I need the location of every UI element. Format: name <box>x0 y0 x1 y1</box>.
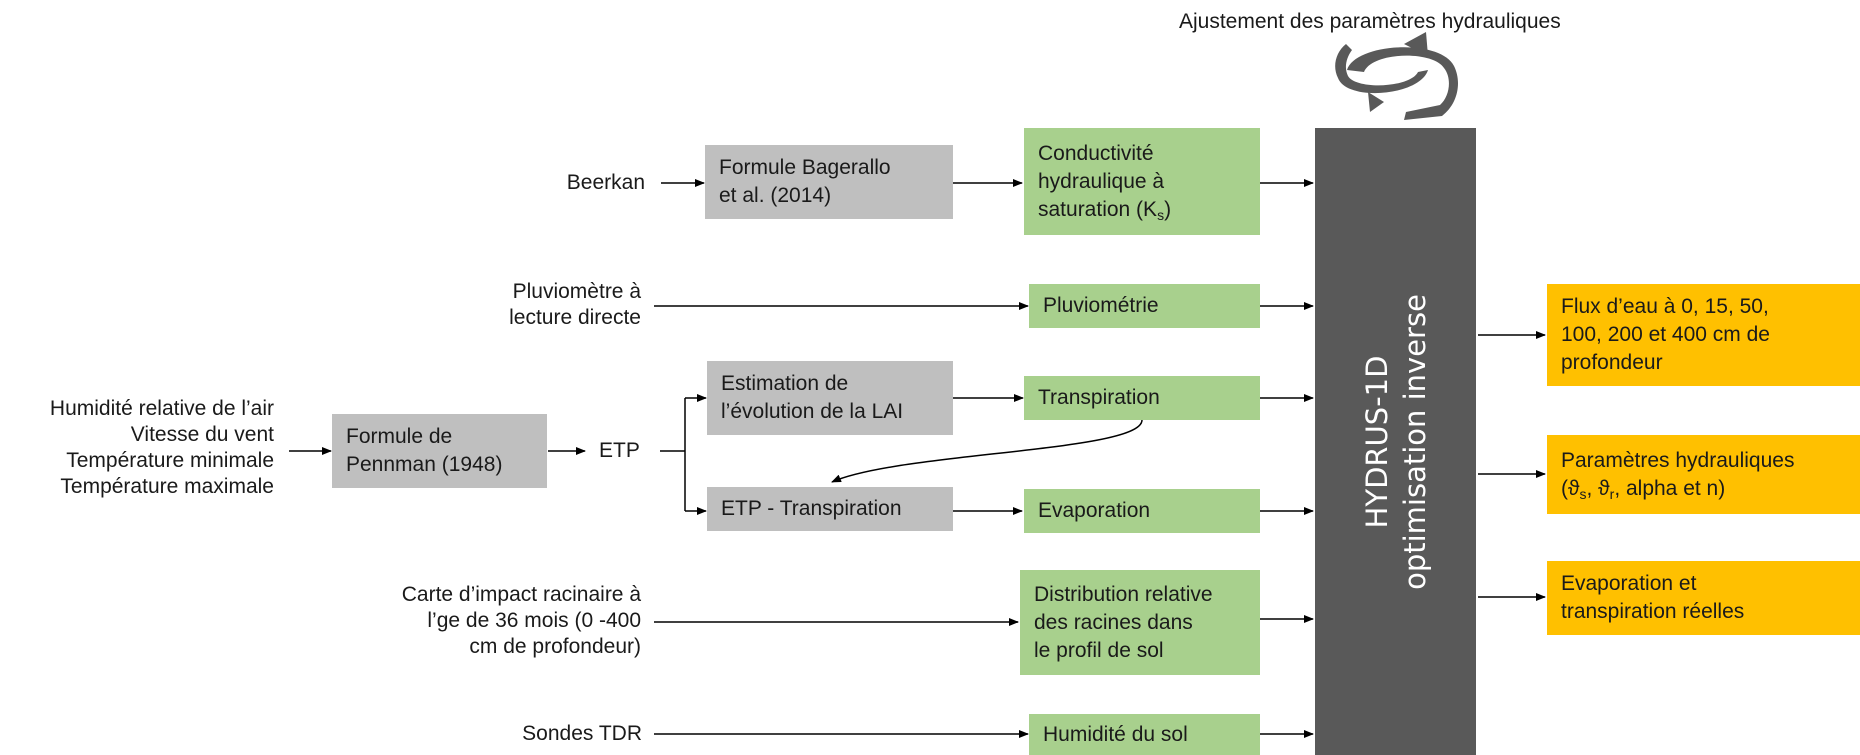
box-evaporation: Evaporation <box>1024 489 1260 533</box>
input-beerkan: Beerkan <box>566 171 645 194</box>
box-transpiration: Transpiration <box>1024 376 1260 420</box>
input-meteo-variables: Humidité relative de l’air Vitesse du ve… <box>49 397 274 498</box>
box-formule-pennman: Formule de Pennman (1948) <box>332 414 547 488</box>
box-etp-transpiration: ETP - Transpiration <box>707 487 953 531</box>
box-formule-bagerallo: Formule Bagerallo et al. (2014) <box>705 145 953 219</box>
cycle-arrows-icon <box>1335 32 1458 120</box>
hydrus-model-box: HYDRUS-1D optimisation inverse <box>1315 128 1476 755</box>
hydrus-model-title: HYDRUS-1D optimisation inverse <box>1359 293 1432 590</box>
etp-label: ETP <box>599 439 640 462</box>
box-pluviometrie: Pluviométrie <box>1029 284 1260 328</box>
arrow-transpiration-to-etp-transpiration <box>831 419 1143 483</box>
box-humidite-sol: Humidité du sol <box>1029 714 1260 755</box>
output-flux-eau: Flux d’eau à 0, 15, 50, 100, 200 et 400 … <box>1547 284 1860 386</box>
cycle-label: Ajustement des paramètres hydrauliques <box>1179 10 1561 33</box>
box-conductivite-hydraulique: Conductivité hydraulique à saturation (K… <box>1024 128 1260 235</box>
input-sondes-tdr: Sondes TDR <box>522 722 642 745</box>
output-parametres-hydrauliques: Paramètres hydrauliques (ϑs, ϑr, alpha e… <box>1547 435 1860 514</box>
box-estimation-lai: Estimation de l’évolution de la LAI <box>707 361 953 435</box>
box-distribution-racines: Distribution relative des racines dans l… <box>1020 570 1260 675</box>
input-pluviometre: Pluviomètre à lecture directe <box>509 280 641 329</box>
input-carte-racinaire: Carte d’impact racinaire à l’ge de 36 mo… <box>401 583 641 658</box>
output-evaporation-transpiration: Evaporation et transpiration réelles <box>1547 561 1860 635</box>
